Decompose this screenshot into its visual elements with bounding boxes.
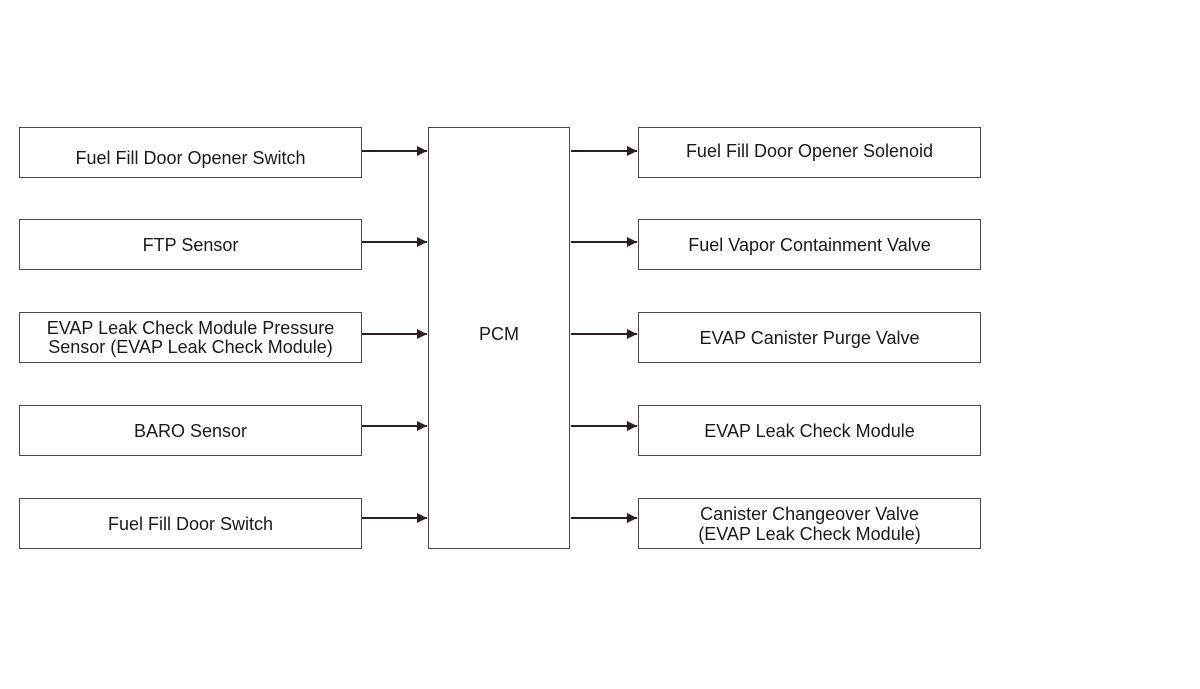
input-box-fuel-fill-door-opener-switch: Fuel Fill Door Opener Switch — [19, 127, 362, 178]
output-box-fuel-vapor-containment-valve: Fuel Vapor Containment Valve — [638, 219, 981, 270]
input-label: Fuel Fill Door Switch — [107, 513, 274, 534]
output-label: Fuel Fill Door Opener Solenoid — [685, 140, 934, 161]
input-label: EVAP Leak Check Module Pressure Sensor (… — [46, 317, 335, 357]
input-box-fuel-fill-door-switch: Fuel Fill Door Switch — [19, 498, 362, 549]
input-label: Fuel Fill Door Opener Switch — [75, 147, 306, 168]
output-label: Canister Changeover Valve (EVAP Leak Che… — [698, 503, 921, 544]
output-box-fuel-fill-door-opener-solenoid: Fuel Fill Door Opener Solenoid — [638, 127, 981, 178]
output-label: EVAP Canister Purge Valve — [699, 327, 920, 348]
input-label: BARO Sensor — [133, 420, 248, 441]
pcm-box: PCM — [428, 127, 570, 549]
pcm-label: PCM — [479, 324, 519, 344]
input-box-ftp-sensor: FTP Sensor — [19, 219, 362, 270]
output-label: Fuel Vapor Containment Valve — [688, 234, 931, 255]
input-label: FTP Sensor — [142, 234, 239, 255]
input-box-evap-leak-check-pressure-sensor: EVAP Leak Check Module Pressure Sensor (… — [19, 312, 362, 363]
output-box-evap-leak-check-module: EVAP Leak Check Module — [638, 405, 981, 456]
output-box-evap-canister-purge-valve: EVAP Canister Purge Valve — [638, 312, 981, 363]
output-box-canister-changeover-valve: Canister Changeover Valve (EVAP Leak Che… — [638, 498, 981, 549]
input-box-baro-sensor: BARO Sensor — [19, 405, 362, 456]
output-label: EVAP Leak Check Module — [704, 420, 915, 441]
